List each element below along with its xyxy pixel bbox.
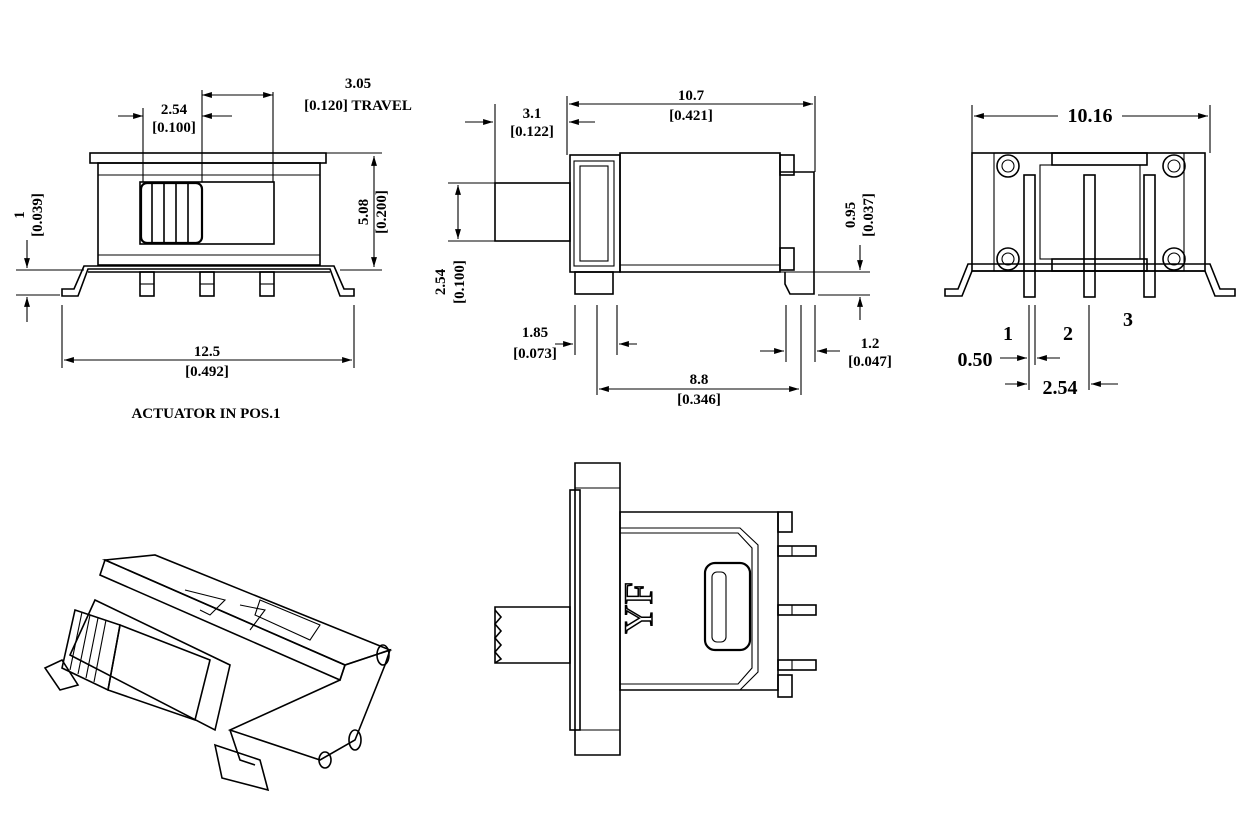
end-pin-label-3: 3 xyxy=(1123,309,1133,331)
side-front-tab xyxy=(574,271,614,295)
side-front-flange xyxy=(569,154,621,273)
side-dim-actuator-in: [0.122] xyxy=(510,124,554,140)
side-body xyxy=(619,152,781,273)
end-dim-pin-pitch: 2.54 xyxy=(1043,377,1078,399)
side-dim-length: 10.7 xyxy=(678,88,705,104)
front-dim-pitch-in: [0.100] xyxy=(152,120,196,136)
side-dim-lead-in: [0.073] xyxy=(513,346,557,362)
front-mounting-legs xyxy=(61,265,355,297)
top-logo: YF xyxy=(616,582,661,633)
top-pin-3 xyxy=(777,659,817,671)
end-pin-label-1: 1 xyxy=(1003,323,1013,345)
side-dim-actuator: 3.1 xyxy=(523,106,542,122)
iso-leg-bottom xyxy=(213,743,270,792)
end-legs xyxy=(944,263,1236,297)
iso-side xyxy=(227,648,392,761)
end-view: 10.16 1 2 3 0.50 2.54 xyxy=(944,104,1236,399)
top-flange xyxy=(574,462,621,756)
end-pin-label-2: 2 xyxy=(1063,323,1073,345)
front-dim-standoff-in: [0.039] xyxy=(30,193,46,237)
front-dim-height-in: [0.200] xyxy=(374,190,390,234)
side-dim-offset: 0.95 xyxy=(843,202,859,228)
side-rear-bracket xyxy=(780,171,815,295)
side-rear-pin-top xyxy=(779,154,795,176)
top-slot xyxy=(703,561,752,652)
front-dim-width-in: [0.492] xyxy=(185,364,229,380)
side-dim-body: 8.8 xyxy=(690,372,709,388)
front-dim-standoff: 1 xyxy=(12,211,28,219)
side-dim-lead: 1.85 xyxy=(522,325,548,341)
front-top-plate xyxy=(89,152,327,164)
side-dim-body-in: [0.346] xyxy=(677,392,721,408)
end-pin-3 xyxy=(1143,174,1156,298)
side-dim-tab: 1.2 xyxy=(861,336,880,352)
front-caption: ACTUATOR IN POS.1 xyxy=(131,406,280,422)
side-rear-pin-bottom xyxy=(779,247,795,271)
top-pin-2 xyxy=(777,604,817,616)
end-dim-overall: 10.16 xyxy=(1068,105,1113,127)
iso-front xyxy=(68,598,231,732)
top-pin-1 xyxy=(777,545,817,557)
top-actuator xyxy=(494,606,571,664)
end-pin-2 xyxy=(1083,174,1096,298)
front-dim-pitch: 2.54 xyxy=(161,102,188,118)
iso-actuator xyxy=(61,608,121,692)
side-dim-act-height-in: [0.100] xyxy=(452,260,468,304)
side-dim-tab-in: [0.047] xyxy=(848,354,892,370)
side-dim-offset-in: [0.037] xyxy=(861,193,877,237)
front-body xyxy=(97,162,321,266)
side-actuator xyxy=(494,182,571,242)
isometric-view xyxy=(43,554,393,792)
side-dim-act-height: 2.54 xyxy=(433,268,449,295)
front-dim-travel-in: [0.120] TRAVEL xyxy=(304,98,412,114)
end-top-slot xyxy=(1051,152,1148,166)
iso-top-plate xyxy=(101,554,393,666)
iso-leg-left xyxy=(43,658,80,691)
side-dim-length-in: [0.421] xyxy=(669,108,713,124)
front-view: 2.54 [0.100] 3.05 [0.120] TRAVEL 5.08 [0… xyxy=(12,76,412,422)
top-view: YF xyxy=(493,462,817,756)
front-actuator-window xyxy=(139,181,275,245)
end-dim-pin-width: 0.50 xyxy=(958,349,993,371)
front-dim-width: 12.5 xyxy=(194,344,220,360)
end-pin-1 xyxy=(1023,174,1036,298)
front-actuator-knob xyxy=(139,181,204,245)
side-view: 3.1 [0.122] 10.7 [0.421] 2.54 [0.100] 0.… xyxy=(433,88,892,408)
front-dim-height: 5.08 xyxy=(356,199,372,225)
front-dim-travel: 3.05 xyxy=(345,76,371,92)
